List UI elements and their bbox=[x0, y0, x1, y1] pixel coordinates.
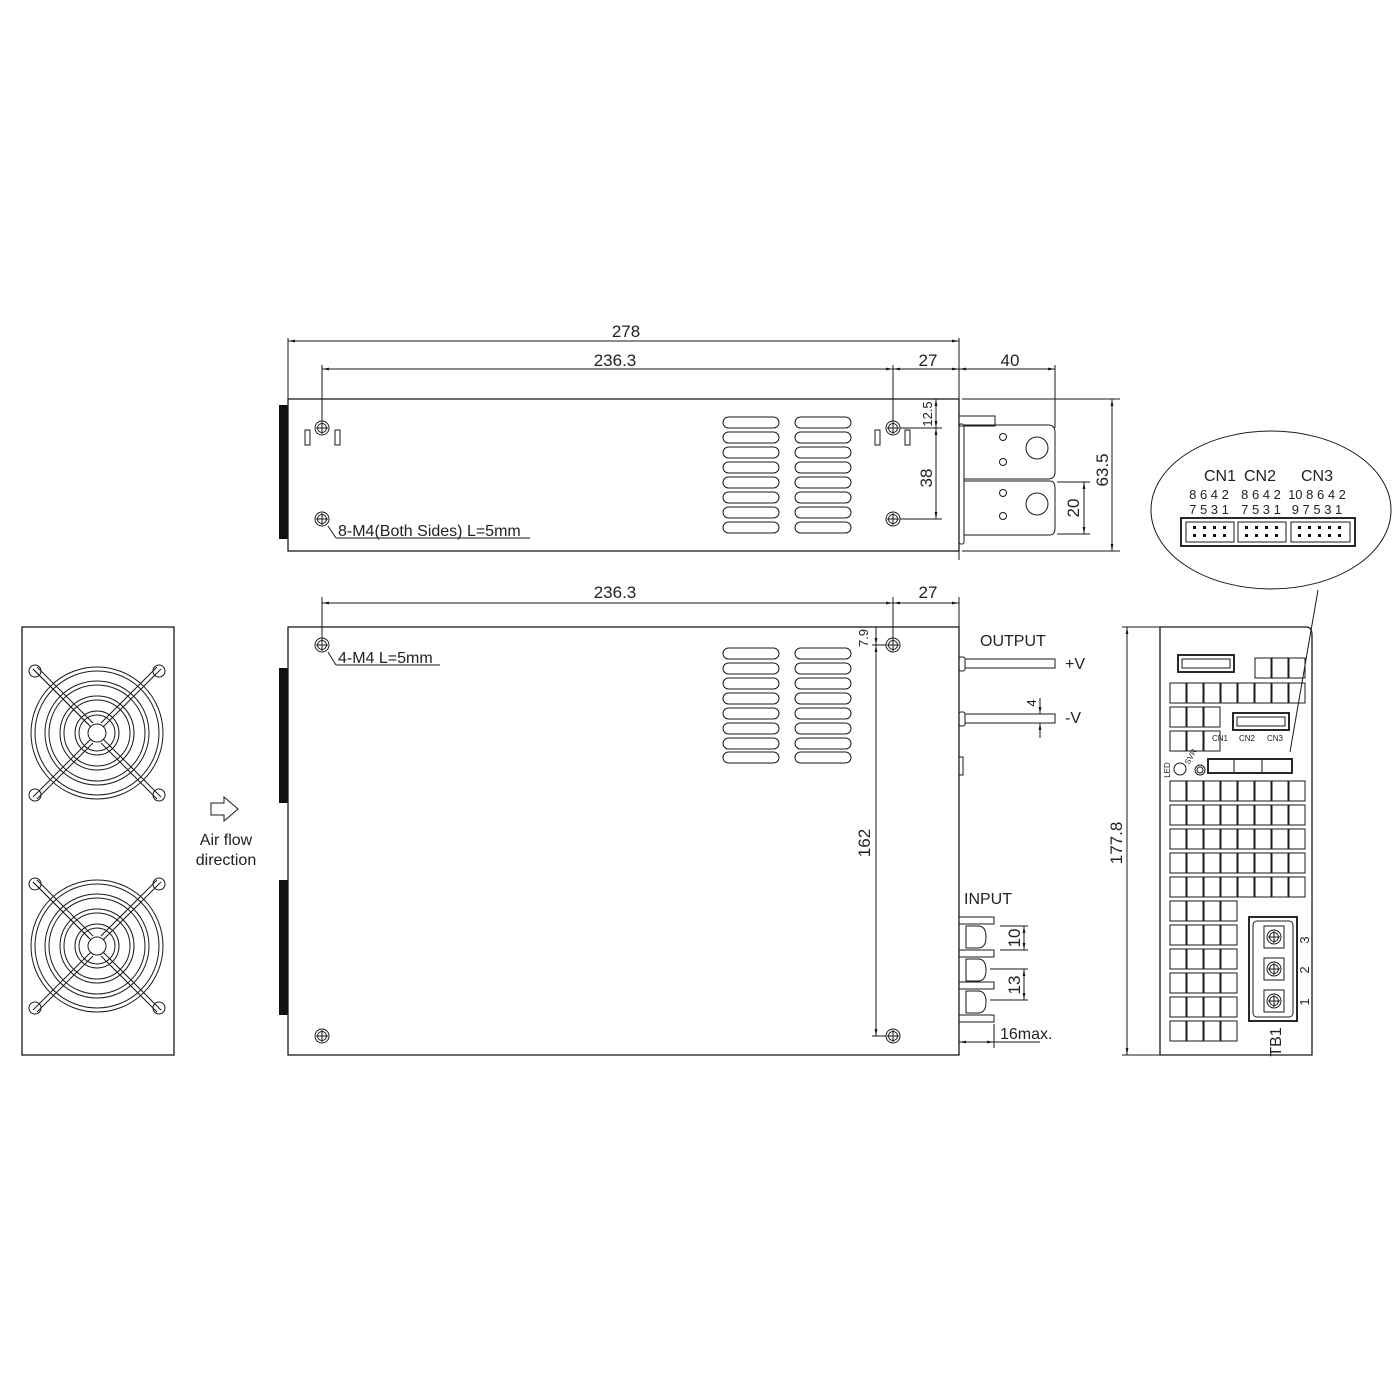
tb1-pin-1: 1 bbox=[1297, 998, 1312, 1005]
screw-hole-icon bbox=[314, 420, 330, 436]
terminal-screw-icon bbox=[1266, 993, 1282, 1009]
fan-guard-icon bbox=[28, 877, 166, 1015]
dim-busbar-thickness: 4 bbox=[1024, 699, 1039, 706]
dim-top-hole-offset: 12.5 bbox=[920, 401, 935, 426]
end-view: 177.8 LE bbox=[1107, 589, 1319, 1057]
cn3-bottom-pins: 9 7 5 3 1 bbox=[1292, 502, 1343, 517]
output-busbar-negative bbox=[964, 713, 1056, 724]
output-positive-label: +V bbox=[1065, 656, 1085, 673]
input-terminal-block bbox=[958, 916, 995, 1023]
dim-mount-to-end: 27 bbox=[919, 351, 938, 370]
led-label: LED bbox=[1163, 762, 1172, 778]
dim-side-hole-spacing: 162 bbox=[855, 829, 874, 857]
screw-hole-icon bbox=[885, 637, 901, 653]
screw-hole-icon bbox=[314, 1028, 330, 1044]
dim-overall-length: 278 bbox=[612, 322, 640, 341]
dim-height: 63.5 bbox=[1093, 453, 1112, 486]
tb1-pin-2: 2 bbox=[1297, 966, 1312, 973]
connector-strip bbox=[1207, 758, 1293, 774]
cn1-socket bbox=[1185, 521, 1235, 543]
dim-terminal-protrusion: 40 bbox=[1001, 351, 1020, 370]
cn3-small-label: CN3 bbox=[1267, 734, 1284, 743]
airflow-label-line1: Air flow bbox=[200, 832, 253, 849]
cn2-top-pins: 8 6 4 2 bbox=[1241, 487, 1281, 502]
dim-input-pitch-b: 13 bbox=[1005, 976, 1024, 995]
fan-guard-profile bbox=[279, 405, 288, 539]
detail-leader-line bbox=[1289, 589, 1319, 753]
svr-potentiometer-icon[interactable] bbox=[1194, 764, 1206, 776]
dim-hole-spacing: 38 bbox=[917, 469, 936, 488]
dim-side-top-hole-offset: 7.9 bbox=[856, 629, 871, 647]
cn3-socket bbox=[1290, 521, 1351, 543]
output-busbars bbox=[958, 415, 1056, 545]
fan-view: Air flow direction bbox=[21, 626, 256, 1056]
fan-guard-profile bbox=[279, 668, 288, 803]
tb1-label: TB1 bbox=[1268, 1027, 1285, 1056]
side-view: 236.3 27 4-M4 L=5mm 7.9 162 OUTPUT +V - bbox=[279, 583, 1085, 1056]
cn2-small-label: CN2 bbox=[1239, 734, 1256, 743]
output-negative-label: -V bbox=[1065, 710, 1081, 727]
output-label: OUTPUT bbox=[980, 633, 1046, 650]
terminal-block-tb1 bbox=[1248, 916, 1298, 1022]
dim-input-pitch-a: 10 bbox=[1005, 929, 1024, 948]
vent-slots bbox=[722, 416, 852, 534]
cn2-socket bbox=[1237, 521, 1287, 543]
screw-hole-icon bbox=[885, 420, 901, 436]
dim-mount-span: 236.3 bbox=[594, 351, 637, 370]
dim-end-height: 177.8 bbox=[1107, 822, 1126, 865]
cn3-top-pins: 10 8 6 4 2 bbox=[1288, 487, 1346, 502]
svr-label: SVR bbox=[1183, 747, 1199, 766]
cn2-label: CN2 bbox=[1244, 468, 1276, 485]
cn1-small-label: CN1 bbox=[1212, 734, 1229, 743]
connector-detail: CN1 CN2 CN3 8 6 4 2 7 5 3 1 8 6 4 2 7 5 … bbox=[1150, 430, 1392, 590]
fan-panel bbox=[21, 626, 175, 1056]
screw-hole-icon bbox=[314, 511, 330, 527]
terminal-screw-icon bbox=[1266, 929, 1282, 945]
cn2-bottom-pins: 7 5 3 1 bbox=[1241, 502, 1281, 517]
terminal-screw-icon bbox=[1266, 961, 1282, 977]
dim-input-protrusion: 16max. bbox=[1000, 1026, 1052, 1043]
fan-guard-icon bbox=[28, 664, 166, 802]
cn3-label: CN3 bbox=[1301, 468, 1333, 485]
vent-grid bbox=[1169, 657, 1306, 1042]
side-view-chassis bbox=[287, 626, 960, 1056]
fan-guard-profile bbox=[279, 880, 288, 1015]
mounting-note-side: 4-M4 L=5mm bbox=[338, 650, 433, 667]
mounting-note-top: 8-M4(Both Sides) L=5mm bbox=[338, 523, 521, 540]
screw-hole-icon bbox=[314, 637, 330, 653]
connector-housing bbox=[1180, 517, 1356, 547]
output-busbar-positive bbox=[964, 658, 1056, 669]
airflow-label-line2: direction bbox=[196, 852, 256, 869]
airflow-arrow-icon bbox=[210, 795, 239, 823]
led-indicator-icon bbox=[1173, 762, 1187, 776]
cn1-bottom-pins: 7 5 3 1 bbox=[1189, 502, 1229, 517]
cn1-top-pins: 8 6 4 2 bbox=[1189, 487, 1229, 502]
top-view: 278 236.3 27 40 63.5 8-M4(Both Sides) L=… bbox=[279, 322, 1120, 560]
screw-hole-icon bbox=[885, 1028, 901, 1044]
dim-mount-to-end-side: 27 bbox=[919, 583, 938, 602]
screw-hole-icon bbox=[885, 511, 901, 527]
detail-callout-ellipse bbox=[1150, 430, 1392, 590]
dim-mount-span-side: 236.3 bbox=[594, 583, 637, 602]
dim-terminal-width: 20 bbox=[1064, 499, 1083, 518]
input-label: INPUT bbox=[964, 891, 1012, 908]
tb1-pin-3: 3 bbox=[1297, 936, 1312, 943]
cn1-label: CN1 bbox=[1204, 468, 1236, 485]
vent-slots bbox=[722, 647, 852, 764]
